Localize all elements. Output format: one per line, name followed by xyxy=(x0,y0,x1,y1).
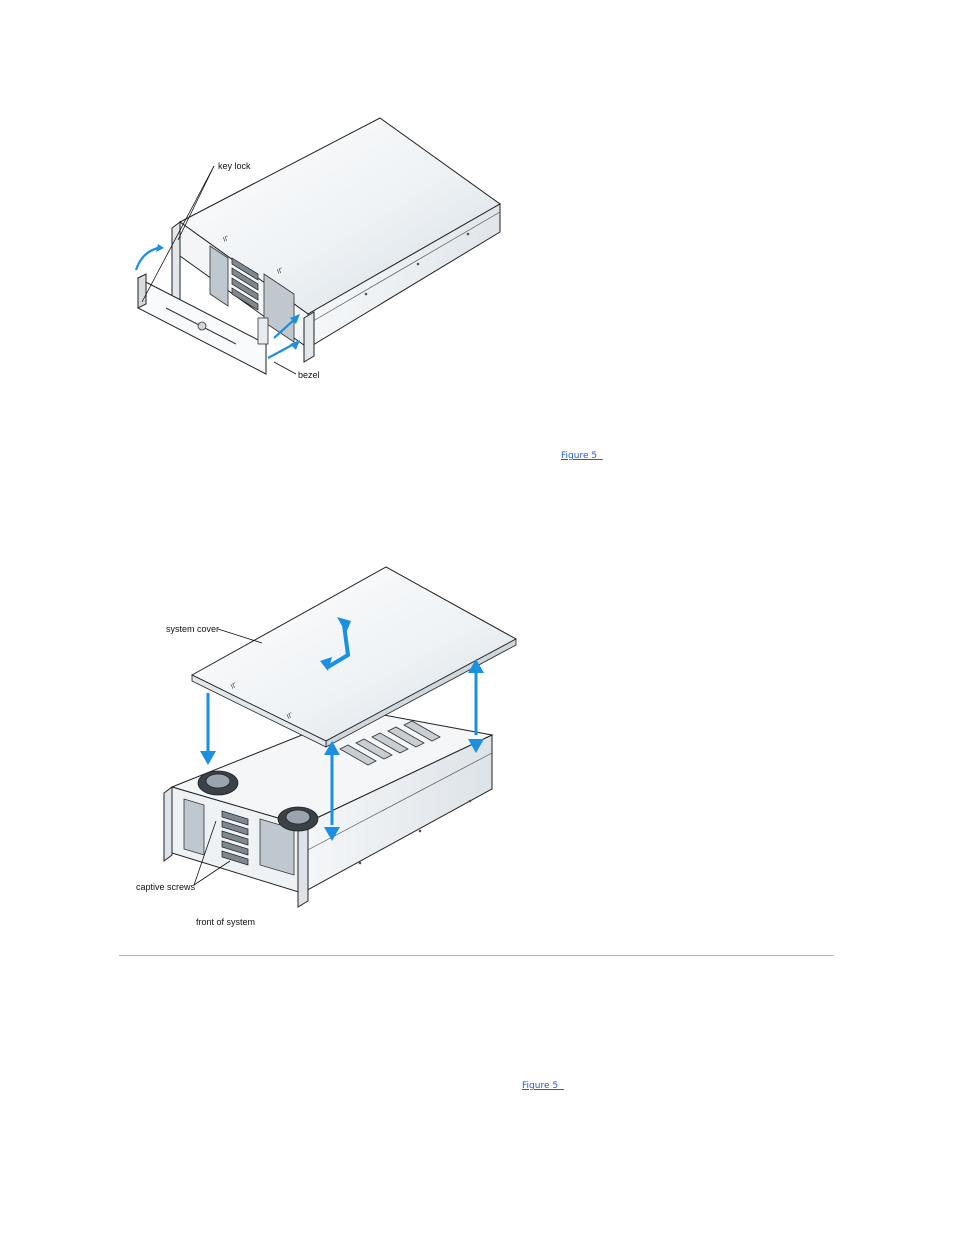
captive-screws-label: captive screws xyxy=(136,882,196,892)
cover-removal-figure: IΓ IΓ system cover captive screws front … xyxy=(136,566,518,927)
bezel-label: bezel xyxy=(298,370,320,380)
svg-text:IΓ: IΓ xyxy=(222,235,230,244)
cover-arrows xyxy=(200,617,484,841)
front-of-system-label: front of system xyxy=(196,917,255,927)
bezel xyxy=(137,273,269,375)
figure-5-link[interactable]: Figure 5 xyxy=(561,451,603,461)
figure-5-link-2[interactable]: Figure 5 xyxy=(522,1081,564,1091)
bezel-removal-figure: IΓ IΓ key lock bezel xyxy=(134,117,501,380)
system-cover-label: system cover xyxy=(166,624,219,634)
svg-text:IΓ: IΓ xyxy=(230,682,238,691)
section-divider xyxy=(119,955,834,956)
callout-lines-2 xyxy=(193,628,263,886)
bezel-arrows xyxy=(134,244,300,359)
system-cover: IΓ IΓ xyxy=(190,566,518,748)
server-chassis: IΓ IΓ xyxy=(171,117,501,363)
key-lock-label: key lock xyxy=(218,161,251,171)
svg-text:IΓ: IΓ xyxy=(276,267,284,276)
svg-text:IΓ: IΓ xyxy=(286,712,294,721)
open-chassis xyxy=(163,710,494,908)
callout-lines xyxy=(141,165,297,375)
